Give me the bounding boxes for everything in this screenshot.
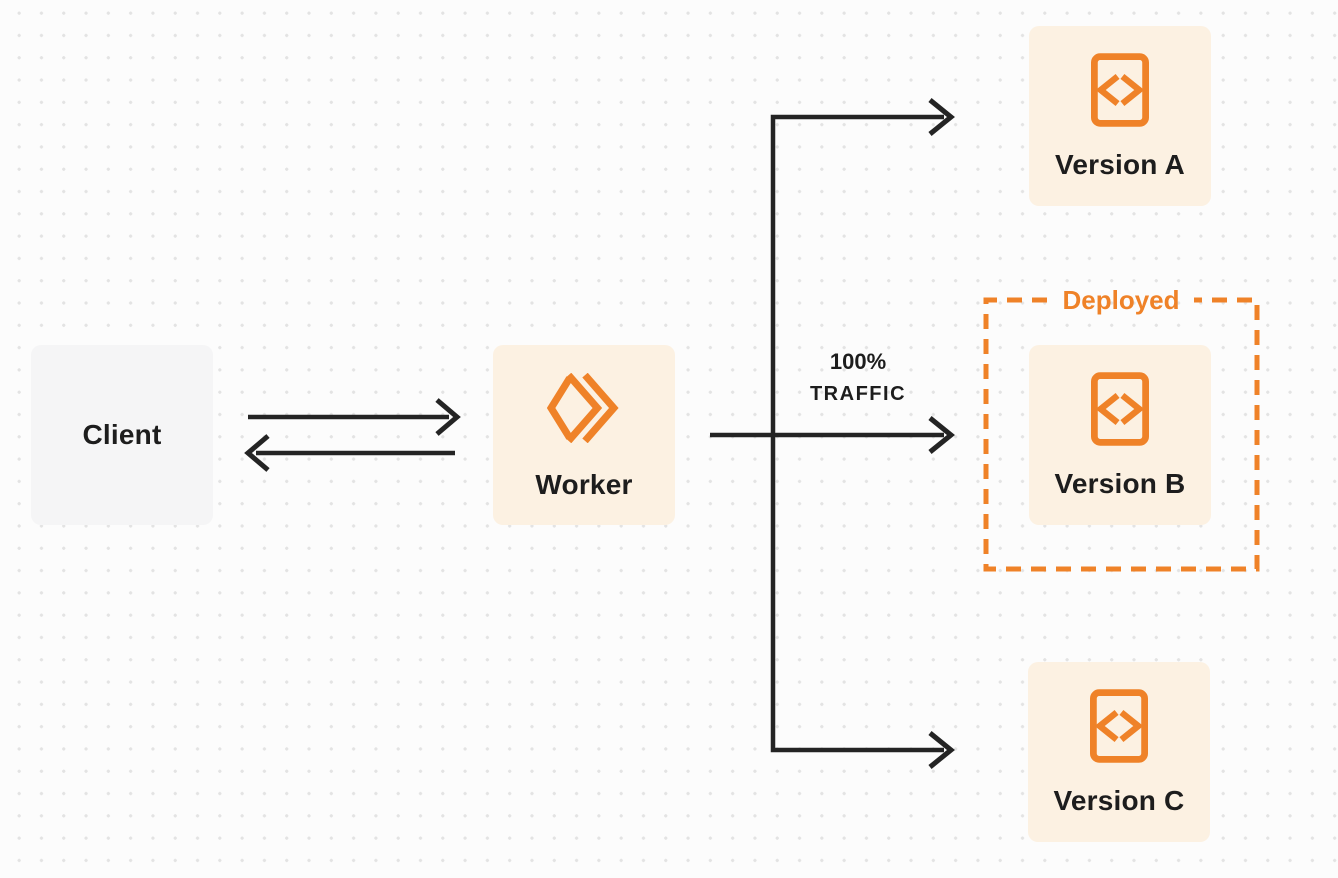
traffic-annotation: 100% TRAFFIC <box>778 349 938 406</box>
version-b-node: Version B <box>1029 345 1211 525</box>
client-to-worker-arrow <box>248 398 461 436</box>
worker-label: Worker <box>535 469 633 500</box>
code-document-icon <box>1090 689 1148 763</box>
arrowhead-version-c <box>928 731 955 769</box>
traffic-branch-lines <box>710 98 955 769</box>
code-document-icon <box>1091 53 1149 127</box>
traffic-word-text: TRAFFIC <box>809 383 907 405</box>
arrowhead-version-b <box>928 416 955 454</box>
worker-node: Worker <box>493 345 675 525</box>
arrowhead-version-a <box>928 98 955 136</box>
code-document-icon <box>1091 372 1149 446</box>
deployed-dashed-frame <box>983 297 1260 572</box>
version-b-label: Version B <box>1054 468 1186 499</box>
version-c-label: Version C <box>1053 785 1185 816</box>
worker-to-client-arrow <box>244 434 455 472</box>
deployed-tag: Deployed <box>1062 285 1180 315</box>
traffic-percent-text: 100% <box>829 349 887 374</box>
client-label: Client <box>82 419 162 450</box>
version-a-label: Version A <box>1055 149 1185 180</box>
client-node: Client <box>31 345 213 525</box>
version-c-node: Version C <box>1028 662 1210 842</box>
version-a-node: Version A <box>1029 26 1211 206</box>
workers-logo-icon <box>547 373 619 443</box>
